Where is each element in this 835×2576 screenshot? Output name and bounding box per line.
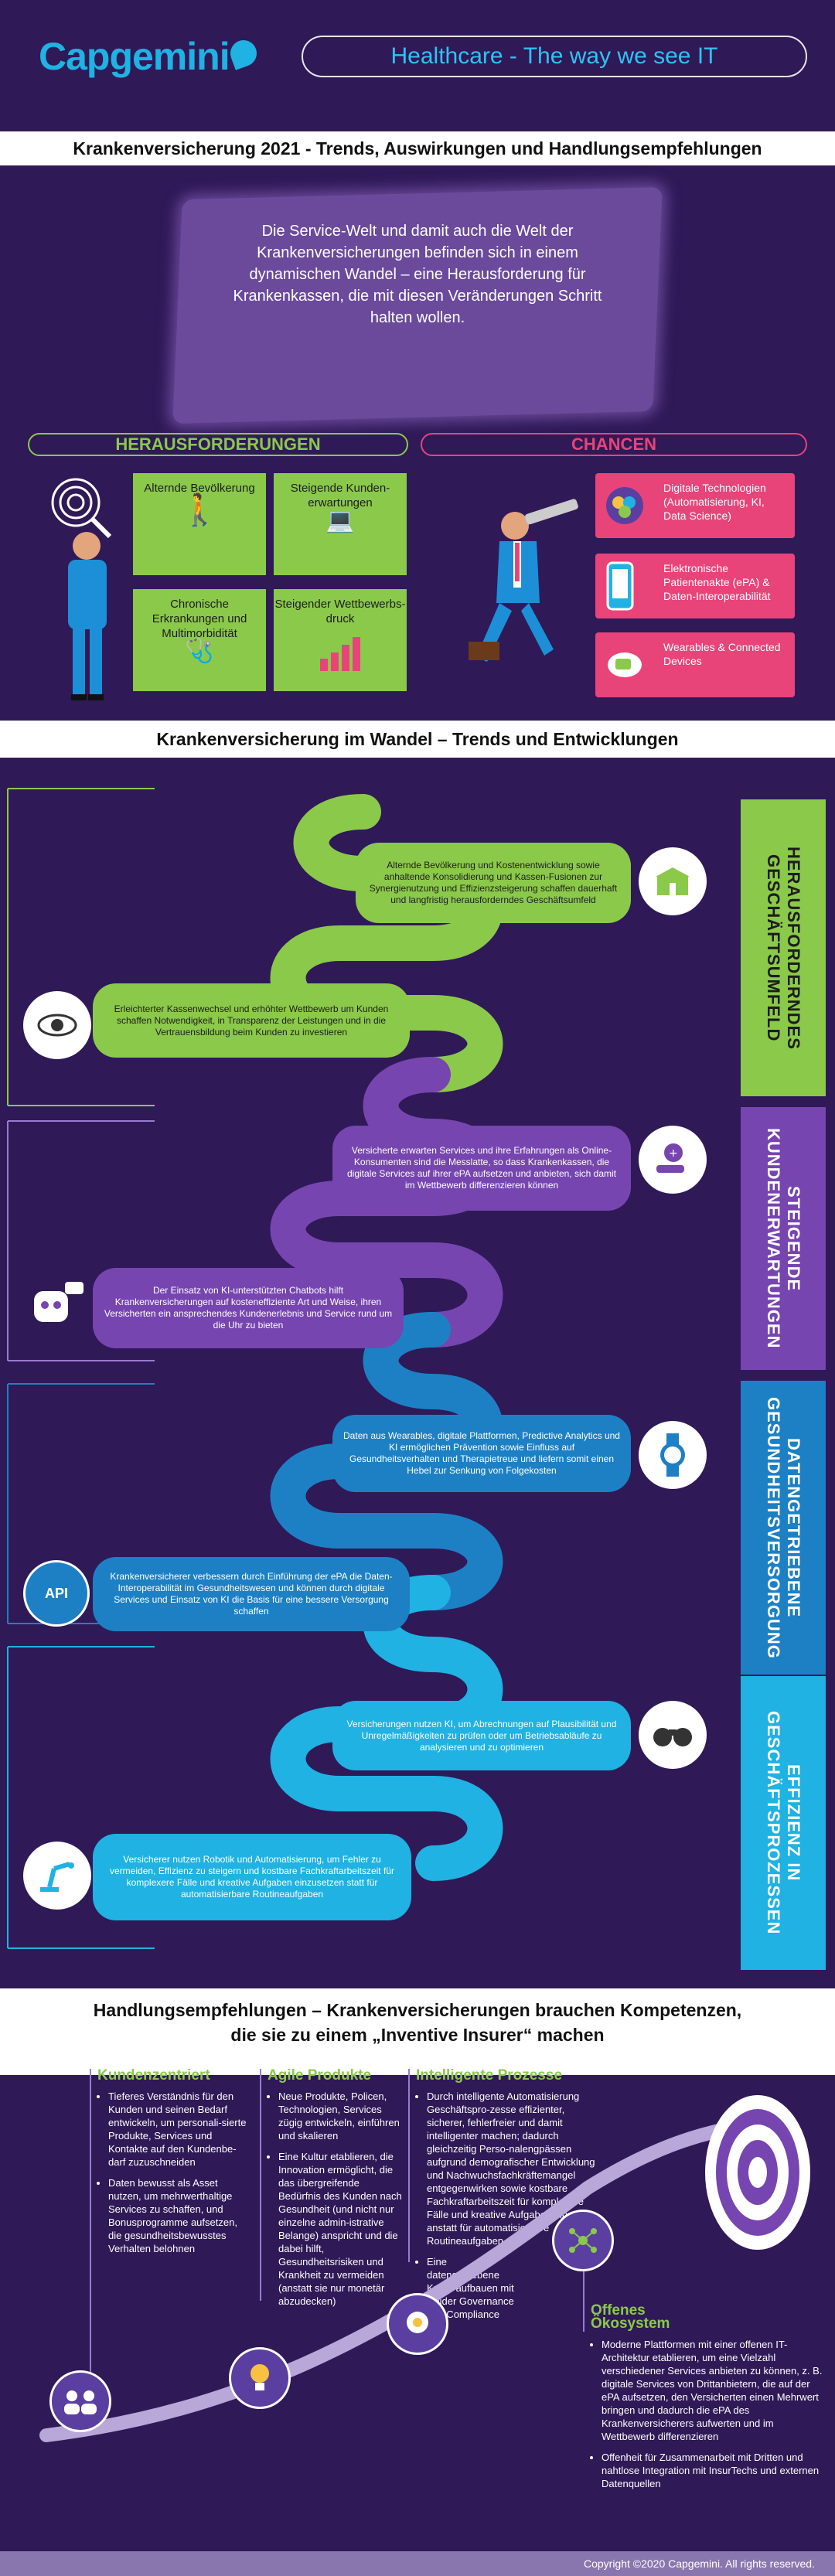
column-bullet: Offenheit für Zusammenarbeit mit Dritten… — [602, 2451, 823, 2490]
brain-circuit-icon — [603, 484, 646, 527]
trend-item-8: Versicherer nutzen Robotik und Automatis… — [93, 1834, 411, 1920]
wearable-hand-icon — [603, 642, 649, 685]
trend-item-3: Versicherte erwarten Services und ihre E… — [332, 1126, 631, 1211]
column-title: Agile Produkte — [268, 2067, 372, 2084]
column-connector-line — [260, 2069, 261, 2301]
person-thinking-illustration — [46, 472, 131, 704]
column-connector-line — [90, 2069, 91, 2394]
chance-label: Wearables & Connected Devices — [663, 641, 781, 667]
column-connector-line — [408, 2069, 410, 2262]
challenges-heading: HERAUSFORDERUNGEN — [28, 433, 408, 456]
column-bullet: Tieferes Verständnis für den Kunden und … — [108, 2090, 249, 2169]
chance-wearables: Wearables & Connected Devices — [595, 632, 795, 697]
chatbot-robot-icon — [25, 1276, 87, 1337]
trend-serpentine — [0, 765, 835, 1987]
laptop-user-icon: 💻 — [325, 508, 355, 533]
section3-title-line1: Handlungsempfehlungen – Krankenversicher… — [93, 2000, 742, 2020]
section1-title: Krankenversicherung 2021 - Trends, Auswi… — [0, 131, 835, 165]
rising-bars-icon — [317, 632, 363, 671]
challenge-label: Chronische Erkrankungen und Multimorbidi… — [152, 598, 247, 640]
recommendation-agile-products: Agile Produkte Neue Produkte, Policen, T… — [268, 2067, 404, 2315]
label-customer-expectations: STEIGENDE KUNDENERWARTUNGEN — [741, 1107, 826, 1370]
column-bullet: Neue Produkte, Policen, Technologien, Se… — [278, 2090, 404, 2142]
trend-item-2: Erleichterter Kassenwechsel und erhöhter… — [93, 983, 410, 1058]
label-business-environment: HERAUSFORDERNDES GESCHÄFTSUMFELD — [741, 799, 826, 1096]
brand-spade-icon — [227, 36, 261, 70]
api-icon-label: API — [44, 1585, 68, 1601]
growth-arc — [0, 2087, 835, 2551]
trend-item-7: Versicherungen nutzen KI, um Abrechnunge… — [332, 1701, 631, 1770]
challenge-label: Alternde Bevölkerung — [144, 482, 255, 495]
trend-item-5: Daten aus Wearables, digitale Plattforme… — [332, 1415, 631, 1492]
lightbulb-icon — [229, 2347, 291, 2409]
network-nodes-icon — [552, 2210, 614, 2271]
chances-heading: CHANCEN — [421, 433, 807, 456]
person-telescope-illustration — [453, 495, 592, 680]
chance-label: Digitale Technologien (Automatisierung, … — [663, 482, 766, 522]
column-bullet: Moderne Plattformen mit einer offenen IT… — [602, 2338, 823, 2443]
column-title: Kundenzentriert — [97, 2067, 210, 2084]
elderly-walking-icon: 🚶 — [180, 493, 219, 527]
challenge-label: Steigende Kunden-erwartungen — [290, 482, 390, 509]
column-bullet: Daten bewusst als Asset nutzen, um mehrw… — [108, 2176, 249, 2255]
recommendation-customer-centric: Kundenzentriert Tieferes Verständnis für… — [97, 2067, 249, 2263]
api-icon: API — [23, 1560, 90, 1627]
column-bullet: Eine Kultur etablieren, die Innovation e… — [278, 2150, 404, 2308]
challenge-label: Steigender Wettbewerbs-druck — [274, 598, 406, 625]
robot-arm-icon — [23, 1842, 91, 1910]
recommendation-open-ecosystem: Offenes Ökosystem Moderne Plattformen mi… — [591, 2302, 823, 2498]
label-process-efficiency: EFFIZIENZ IN GESCHÄFTSPROZESSEN — [741, 1676, 826, 1970]
trend-item-1: Alternde Bevölkerung und Kostenentwicklu… — [356, 843, 631, 923]
people-group-icon — [49, 2370, 111, 2432]
tagline-pill: Healthcare - The way we see IT — [302, 36, 807, 77]
column-title: Offenes Ökosystem — [591, 2302, 670, 2332]
footer-copyright: Copyright ©2020 Capgemini. All rights re… — [0, 2551, 835, 2576]
section3-title-line2: die sie zu einem „Inventive Insurer“ mac… — [230, 2025, 605, 2045]
smartwatch-icon — [639, 1421, 707, 1489]
binoculars-icon — [639, 1701, 707, 1769]
pharmacy-store-icon — [639, 847, 707, 915]
intro-text: Die Service-Welt und damit auch die Welt… — [233, 223, 602, 326]
head-gears-icon — [387, 2293, 448, 2355]
svg-text:+: + — [669, 1147, 678, 1160]
chance-label: Elektronische Patientenakte (ePA) & Date… — [663, 562, 771, 602]
challenge-customer-expectations: Steigende Kunden-erwartungen 💻 — [274, 473, 407, 575]
column-title: Intelligente Prozesse — [416, 2067, 563, 2084]
column-connector-line — [583, 2223, 584, 2332]
eye-icon — [23, 991, 91, 1059]
label-data-driven-care: DATENGETRIEBENE GESUNDHEITSVERSORGUNG — [741, 1381, 826, 1675]
trend-item-4: Der Einsatz von KI-unterstützten Chatbot… — [93, 1268, 404, 1348]
challenge-competition: Steigender Wettbewerbs-druck — [274, 589, 407, 691]
page-header: Capgemini Healthcare - The way we see IT — [0, 0, 835, 130]
smartphone-icon — [606, 561, 634, 611]
stethoscope-icon: 🩺 — [185, 639, 214, 664]
challenge-chronic-diseases: Chronische Erkrankungen und Multimorbidi… — [133, 589, 266, 691]
brand-logo: Capgemini — [39, 35, 230, 78]
challenge-aging-population: Alternde Bevölkerung 🚶 — [133, 473, 266, 575]
hand-heart-icon: + — [639, 1126, 707, 1194]
section2-title: Krankenversicherung im Wandel – Trends u… — [0, 721, 835, 758]
trend-item-6: Krankenversicherer verbessern durch Einf… — [93, 1557, 410, 1631]
section3-title: Handlungsempfehlungen – Krankenversicher… — [0, 1988, 835, 2075]
